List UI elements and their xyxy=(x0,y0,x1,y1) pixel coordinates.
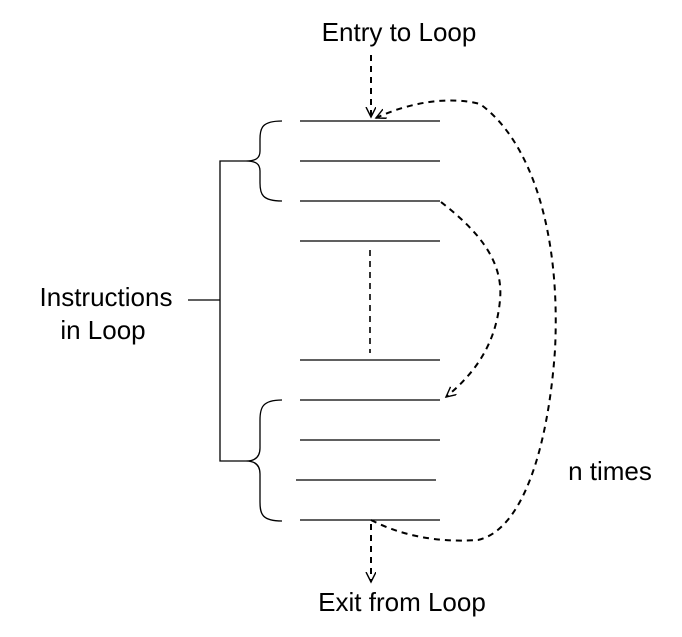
instruction-lines xyxy=(296,120,440,521)
bottom-curly-brace xyxy=(245,399,283,522)
instructions-label-line1: Instructions xyxy=(40,282,173,312)
entry-label: Entry to Loop xyxy=(322,17,477,47)
top-curly-brace xyxy=(245,120,283,202)
instructions-label-line2: in Loop xyxy=(60,315,145,345)
inner-jump-arrow xyxy=(440,201,502,397)
exit-label: Exit from Loop xyxy=(318,587,486,617)
n-times-label: n times xyxy=(568,456,652,486)
group-bracket xyxy=(219,160,246,462)
loop-back-arrow xyxy=(370,99,557,542)
